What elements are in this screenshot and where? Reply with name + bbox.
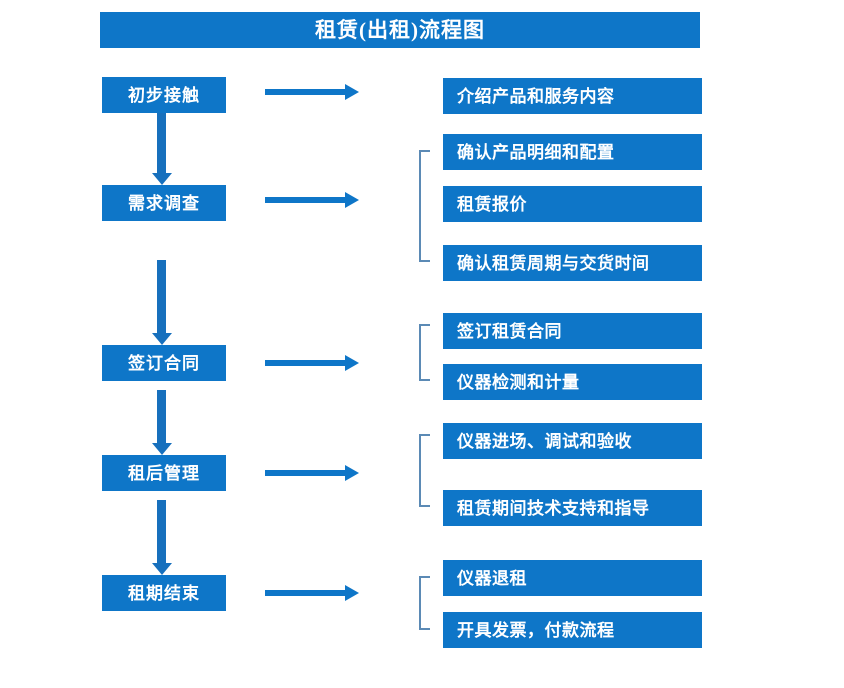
detail-box-rental-quotation[interactable]: 租赁报价 — [443, 186, 702, 222]
detail-box-introduce-products[interactable]: 介绍产品和服务内容 — [443, 78, 702, 114]
page-title: 租赁(出租)流程图 — [100, 12, 700, 48]
arrow-shaft — [265, 590, 347, 596]
horizontal-arrow-icon-5 — [265, 585, 359, 601]
arrow-head — [152, 443, 172, 455]
vertical-arrow-icon-4 — [152, 500, 172, 575]
arrow-head — [152, 333, 172, 345]
detail-box-instrument-entry-commissioning[interactable]: 仪器进场、调试和验收 — [443, 423, 702, 459]
horizontal-arrow-icon-2 — [265, 192, 359, 208]
arrow-head — [345, 355, 359, 371]
vertical-arrow-icon-1 — [152, 113, 172, 185]
vertical-arrow-icon-2 — [152, 260, 172, 345]
detail-box-instrument-inspection[interactable]: 仪器检测和计量 — [443, 364, 702, 400]
detail-box-sign-rental-contract[interactable]: 签订租赁合同 — [443, 313, 702, 349]
arrow-shaft — [157, 390, 166, 443]
arrow-shaft — [157, 500, 166, 563]
detail-box-technical-support[interactable]: 租赁期间技术支持和指导 — [443, 490, 702, 526]
arrow-shaft — [265, 470, 347, 476]
stage-box-initial-contact[interactable]: 初步接触 — [102, 77, 226, 113]
arrow-shaft — [157, 113, 166, 173]
arrow-head — [152, 173, 172, 185]
arrow-head — [345, 465, 359, 481]
detail-box-invoice-payment[interactable]: 开具发票，付款流程 — [443, 612, 702, 648]
group-bracket-lease-end — [419, 576, 430, 630]
stage-box-demand-survey[interactable]: 需求调查 — [102, 185, 226, 221]
group-bracket-sign-contract — [419, 324, 430, 381]
arrow-head — [345, 192, 359, 208]
stage-box-lease-end[interactable]: 租期结束 — [102, 575, 226, 611]
stage-box-sign-contract[interactable]: 签订合同 — [102, 345, 226, 381]
arrow-head — [345, 84, 359, 100]
horizontal-arrow-icon-3 — [265, 355, 359, 371]
arrow-head — [345, 585, 359, 601]
horizontal-arrow-icon-4 — [265, 465, 359, 481]
arrow-shaft — [265, 360, 347, 366]
detail-box-confirm-product-details[interactable]: 确认产品明细和配置 — [443, 134, 702, 170]
vertical-arrow-icon-3 — [152, 390, 172, 455]
arrow-shaft — [265, 89, 347, 95]
stage-box-post-rental-management[interactable]: 租后管理 — [102, 455, 226, 491]
arrow-head — [152, 563, 172, 575]
detail-box-instrument-return[interactable]: 仪器退租 — [443, 560, 702, 596]
group-bracket-demand-survey — [419, 150, 430, 262]
arrow-shaft — [157, 260, 166, 333]
horizontal-arrow-icon-1 — [265, 84, 359, 100]
arrow-shaft — [265, 197, 347, 203]
group-bracket-post-rental — [419, 434, 430, 507]
detail-box-confirm-period-delivery[interactable]: 确认租赁周期与交货时间 — [443, 245, 702, 281]
